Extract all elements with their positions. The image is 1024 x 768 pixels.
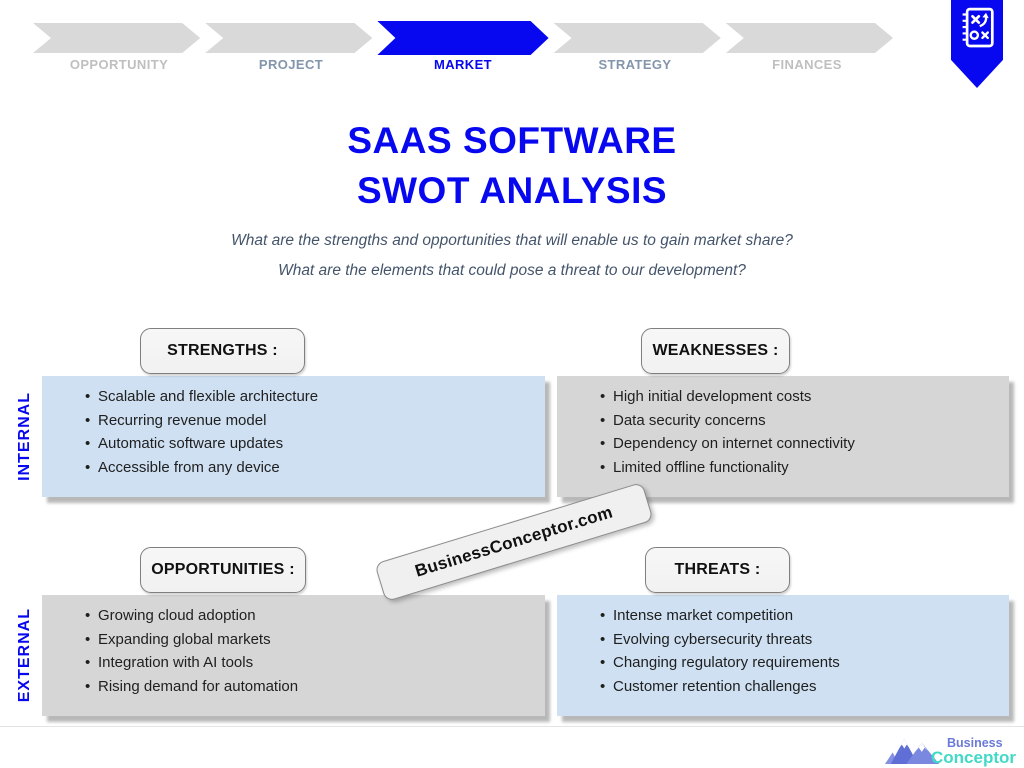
logo-word-conceptor: Conceptor xyxy=(931,748,1016,767)
threats-header: THREATS : xyxy=(645,547,790,593)
strengths-list: Scalable and flexible architecture Recur… xyxy=(42,385,545,479)
list-item: Limited offline functionality xyxy=(600,456,1009,480)
logo-word-business: Business xyxy=(947,736,1003,750)
brand-logo-text: Business Conceptor xyxy=(931,737,1016,766)
list-item: Scalable and flexible architecture xyxy=(85,385,545,409)
nav-label-project[interactable]: PROJECT xyxy=(258,57,324,72)
footer-divider xyxy=(0,726,1024,727)
list-item: Accessible from any device xyxy=(85,456,545,480)
weaknesses-panel: High initial development costs Data secu… xyxy=(557,376,1009,497)
external-axis-text: EXTERNAL xyxy=(16,608,33,703)
nav-chevron-opportunity[interactable] xyxy=(33,23,200,53)
nav-chevron-finances[interactable] xyxy=(726,23,893,53)
opportunities-header: OPPORTUNITIES : xyxy=(140,547,306,593)
list-item: Customer retention challenges xyxy=(600,675,1009,699)
list-item: High initial development costs xyxy=(600,385,1009,409)
internal-axis-label: INTERNAL xyxy=(8,376,42,497)
page-title-line2: SWOT ANALYSIS xyxy=(356,170,668,211)
strengths-panel: Scalable and flexible architecture Recur… xyxy=(42,376,545,497)
nav-chevron-strategy[interactable] xyxy=(554,23,721,53)
list-item: Evolving cybersecurity threats xyxy=(600,628,1009,652)
page-title: SAAS SOFTWARE SWOT ANALYSIS xyxy=(0,116,1024,216)
corner-pennant xyxy=(951,0,1003,88)
list-item: Integration with AI tools xyxy=(85,651,545,675)
list-item: Recurring revenue model xyxy=(85,409,545,433)
list-item: Automatic software updates xyxy=(85,432,545,456)
nav-label-finances[interactable]: FINANCES xyxy=(772,57,842,72)
strengths-header: STRENGTHS : xyxy=(140,328,305,374)
list-item: Expanding global markets xyxy=(85,628,545,652)
nav-label-market[interactable]: MARKET xyxy=(433,57,492,72)
process-nav-labels: OPPORTUNITY PROJECT MARKET STRATEGY FINA… xyxy=(33,57,893,72)
list-item: Changing regulatory requirements xyxy=(600,651,1009,675)
list-item: Data security concerns xyxy=(600,409,1009,433)
nav-label-strategy[interactable]: STRATEGY xyxy=(598,57,672,72)
page-title-line1: SAAS SOFTWARE xyxy=(347,120,677,161)
watermark-ribbon: BusinessConceptor.com xyxy=(374,481,654,603)
mountain-logo-icon xyxy=(884,738,940,765)
subtitle-question-2: What are the elements that could pose a … xyxy=(278,262,746,279)
threats-list: Intense market competition Evolving cybe… xyxy=(557,604,1009,698)
nav-label-opportunity[interactable]: OPPORTUNITY xyxy=(69,57,169,72)
nav-chevron-project[interactable] xyxy=(205,23,372,53)
brand-logo: Business Conceptor xyxy=(883,733,1016,766)
internal-axis-text: INTERNAL xyxy=(16,392,33,481)
list-item: Intense market competition xyxy=(600,604,1009,628)
list-item: Dependency on internet connectivity xyxy=(600,432,1009,456)
list-item: Rising demand for automation xyxy=(85,675,545,699)
opportunities-list: Growing cloud adoption Expanding global … xyxy=(42,604,545,698)
list-item: Growing cloud adoption xyxy=(85,604,545,628)
subtitle-question-1: What are the strengths and opportunities… xyxy=(231,232,793,249)
tactics-board-icon xyxy=(962,7,994,48)
opportunities-panel: Growing cloud adoption Expanding global … xyxy=(42,595,545,716)
weaknesses-header: WEAKNESSES : xyxy=(641,328,790,374)
nav-chevron-market-active[interactable] xyxy=(377,21,548,55)
process-nav xyxy=(33,22,893,54)
threats-panel: Intense market competition Evolving cybe… xyxy=(557,595,1009,716)
external-axis-label: EXTERNAL xyxy=(8,595,42,716)
weaknesses-list: High initial development costs Data secu… xyxy=(557,385,1009,479)
